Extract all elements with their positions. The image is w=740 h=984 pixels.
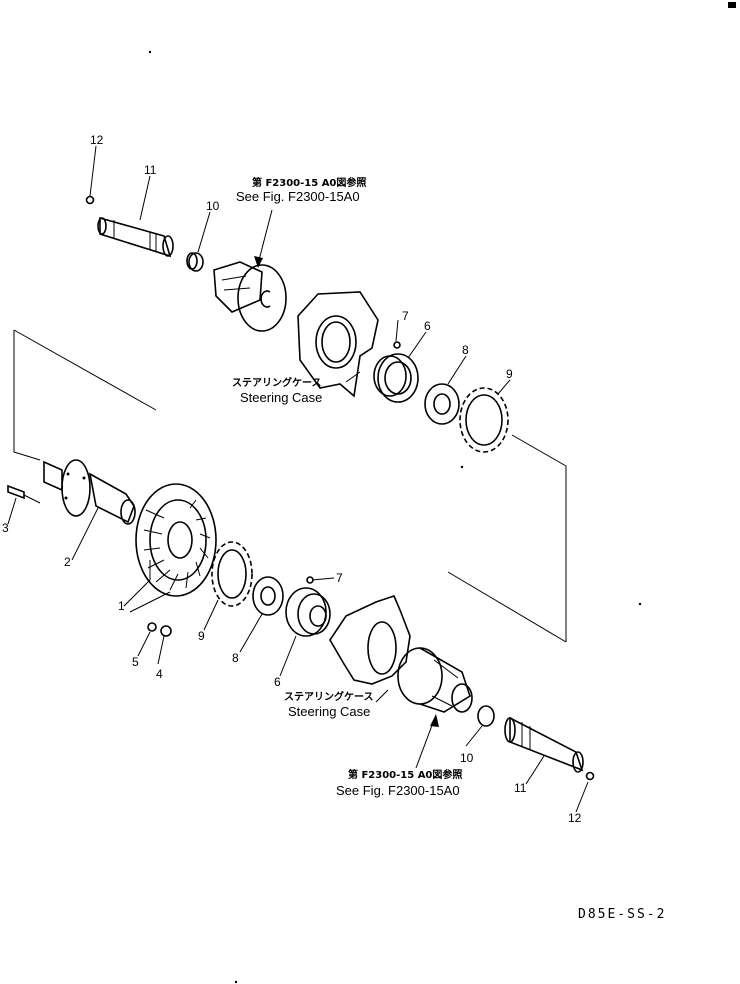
ref-note-bottom-jp: 第 F2300-15 A0図参照 (348, 768, 462, 781)
ref-note-bottom-en: See Fig. F2300-15A0 (336, 783, 460, 798)
callout-8-top: 8 (462, 343, 469, 357)
ref-note-top-jp: 第 F2300-15 A0図参照 (252, 176, 366, 189)
callout-2: 2 (64, 555, 71, 569)
callout-10-bottom: 10 (460, 751, 474, 765)
callout-9-top: 9 (506, 367, 513, 381)
callout-6-bottom: 6 (274, 675, 281, 689)
leader-lines (7, 145, 589, 813)
bottom-hub-housing (397, 647, 473, 713)
part-11-top-shaft (97, 216, 174, 258)
part-8-bottom-bearing-race (252, 576, 284, 616)
part-7-top-pin (393, 341, 401, 349)
callout-4: 4 (156, 667, 163, 681)
bottom-steering-case (329, 595, 411, 685)
part-6-top-bearing (373, 353, 419, 403)
part-3-bolt (7, 484, 41, 504)
part-9-bottom-lock-ring (211, 541, 253, 607)
callout-8-bottom: 8 (232, 651, 239, 665)
callout-7-bottom: 7 (336, 571, 343, 585)
callout-3: 3 (2, 521, 9, 535)
case-label-top-en: Steering Case (240, 390, 322, 405)
callout-12-top: 12 (90, 133, 104, 147)
callout-11-top: 11 (144, 163, 157, 177)
part-12-bottom-nut (585, 771, 595, 781)
callout-9-bottom: 9 (198, 629, 205, 643)
drawing-code: D85E-SS-2 (578, 907, 666, 922)
part-4-nut (160, 625, 172, 637)
callout-5: 5 (132, 655, 139, 669)
callout-10-top: 10 (206, 199, 220, 213)
part-8-top-bearing-race (424, 383, 460, 425)
callout-12-bottom: 12 (568, 811, 582, 825)
case-label-bottom-jp: ステアリングケース (284, 690, 374, 703)
case-label-bottom-en: Steering Case (288, 704, 370, 719)
part-12-top-nut (85, 195, 95, 205)
callout-1: 1 (118, 599, 125, 613)
assembly-boundary-lines (13, 329, 567, 643)
part-6-bottom-bearing (285, 587, 331, 637)
part-1-bevel-gear (135, 483, 217, 597)
callout-11-bottom: 11 (514, 781, 527, 795)
case-label-top-jp: ステアリングケース (232, 376, 322, 389)
part-10-bottom-bushing (477, 705, 495, 727)
part-5-washer (147, 622, 157, 632)
part-10-top-bushing (186, 252, 204, 272)
top-steering-case (297, 291, 379, 398)
part-11-bottom-shaft (504, 716, 584, 773)
corner-mark (728, 2, 736, 8)
ref-note-top-en: See Fig. F2300-15A0 (236, 189, 360, 204)
callout-7-top: 7 (402, 309, 409, 323)
top-hub-flange (213, 261, 287, 332)
part-2-pinion-shaft (43, 459, 136, 525)
part-9-top-lock-ring (459, 387, 509, 453)
callout-6-top: 6 (424, 319, 431, 333)
